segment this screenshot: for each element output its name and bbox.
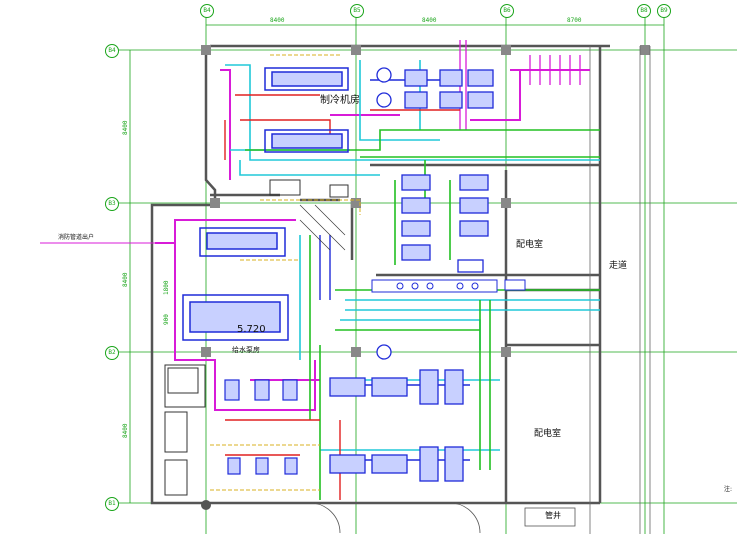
axis-bubble-left-4: B1: [105, 497, 119, 511]
axis-bubble-left-3: B2: [105, 346, 119, 360]
axis-bubble-top-2: B5: [350, 4, 364, 18]
door-arcs: [309, 502, 576, 534]
room-label-shaft: 管井: [545, 511, 561, 520]
dimension-left-1: 8400: [122, 120, 129, 135]
axis-bubble-top-5: B9: [657, 4, 671, 18]
dimension-left-2: 8400: [122, 272, 129, 287]
room-label-distribution-1: 配电室: [516, 240, 544, 250]
leader-note: 消防管道出户: [58, 234, 95, 241]
equipment-pumps-top: [376, 67, 494, 109]
axis-bubble-top-3: B6: [500, 4, 514, 18]
equipment-tanks: [164, 179, 349, 496]
pipes-red: [224, 94, 460, 500]
dimension-top-3: 8700: [567, 17, 582, 24]
axis-bubble-top-1: B4: [200, 4, 214, 18]
tag-box: [504, 279, 526, 291]
elevation-label: 5.720: [237, 324, 266, 335]
dimension-top-2: 8400: [422, 17, 437, 24]
stair-hatch: [299, 204, 346, 251]
pipes-yellow: [210, 54, 361, 491]
dimension-1800: 1800: [163, 280, 170, 295]
equipment-water-pumps: [224, 379, 298, 475]
equipment-pumps-bottom: [329, 344, 464, 482]
equipment-pump-bank-middle: [401, 174, 489, 273]
equipment-header-bar: [371, 279, 498, 293]
room-label-distribution-2: 配电室: [534, 429, 562, 439]
axis-bubble-left-1: B4: [105, 44, 119, 58]
axis-bubble-left-2: B3: [105, 197, 119, 211]
dimension-top-1: 8400: [270, 17, 285, 24]
dimension-900: 900: [163, 314, 170, 325]
structural-columns: [201, 45, 650, 510]
dimension-left-3: 8400: [122, 423, 129, 438]
equipment-chillers: [182, 67, 349, 341]
room-label-corridor: 走道: [609, 261, 628, 271]
axis-bubble-top-4: B8: [637, 4, 651, 18]
note-label: 注:: [724, 486, 733, 493]
room-label-pump-room: 给水泵房: [232, 346, 260, 354]
room-label-chiller: 制冷机房: [320, 95, 360, 106]
